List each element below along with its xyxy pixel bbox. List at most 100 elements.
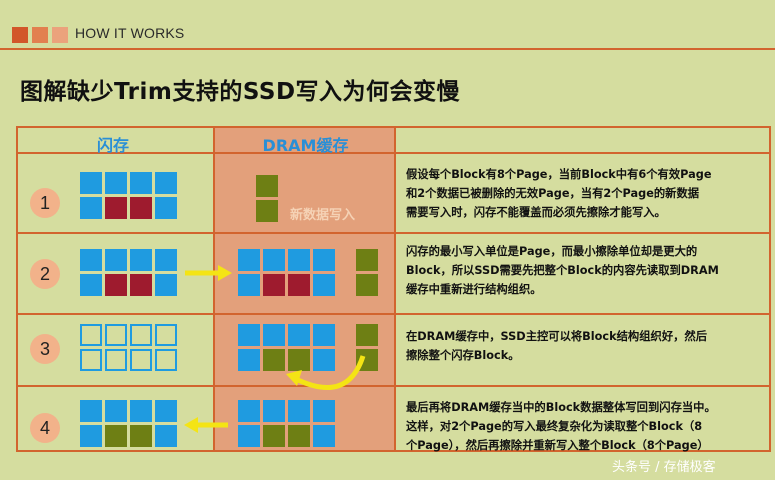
page-new [263,425,285,447]
new-page [256,175,278,197]
divider-head [18,152,769,154]
arrow-left-icon [184,417,228,433]
new-page [356,324,378,346]
page-new [263,349,285,371]
page-valid [263,249,285,271]
page-valid [105,400,127,422]
page-deleted [105,197,127,219]
flash-block-step4 [80,400,177,447]
flash-block-step1 [80,172,177,219]
page-valid [80,172,102,194]
new-page [356,274,378,296]
page-empty [105,349,127,371]
page-new [288,349,310,371]
page-new [130,425,152,447]
page-deleted [130,274,152,296]
desc-line: 这样，对2个Page的写入最终复杂化为读取整个Block（8 [406,420,703,433]
page-valid [80,400,102,422]
page-valid [288,324,310,346]
page-valid [80,197,102,219]
page-valid [155,400,177,422]
flow-arrows [184,265,366,433]
page-valid [80,274,102,296]
page-valid [155,197,177,219]
header-square-1 [12,27,28,43]
dram-block-step4 [238,400,335,447]
page-deleted [130,197,152,219]
desc-line: 假设每个Block有8个Page，当前Block中有6个有效Page [406,168,712,181]
page-empty [130,324,152,346]
header-label: HOW IT WORKS [75,25,185,41]
dram-block-step2 [238,249,335,296]
new-page [356,249,378,271]
page-valid [155,274,177,296]
page-valid [130,172,152,194]
page-valid [238,249,260,271]
desc-line: 缓存中重新进行结构组织。 [406,283,542,296]
watermark: 头条号 / 存储极客 [612,460,716,475]
page-empty [155,349,177,371]
divider-flash-dram [213,128,215,450]
desc-line: 最后再将DRAM缓存当中的Block数据整体写回到闪存当中。 [406,401,716,414]
page-valid [313,274,335,296]
divider-row1 [18,232,769,234]
column-header-flash: 闪存 [96,136,129,155]
desc-line: 个Page），然后再擦除并重新写入整个Block（8个Page） [406,439,709,452]
desc-line: Block，所以SSD需要先把整个Block的内容先读取到DRAM [406,264,719,277]
divider-row3 [18,385,769,387]
flash-block-step2 [80,249,177,296]
header-square-2 [32,27,48,43]
new-data-note: 新数据写入 [290,208,356,223]
page-valid [130,249,152,271]
page-valid [155,172,177,194]
page-valid [263,400,285,422]
page-valid [238,349,260,371]
column-header-dram: DRAM缓存 [262,136,349,155]
page-valid [313,400,335,422]
divider-dram-desc [394,128,396,450]
curved-arrow-icon [286,355,366,390]
step-1-description: 假设每个Block有8个Page，当前Block中有6个有效Page 和2个数据… [406,165,761,222]
step-number-1: 1 [30,188,60,218]
header-squares [12,27,68,43]
page-valid [80,425,102,447]
desc-line: 擦除整个闪存Block。 [406,349,520,362]
page-valid [155,249,177,271]
page-valid [238,324,260,346]
page-valid [238,274,260,296]
page-deleted [105,274,127,296]
page-deleted [288,274,310,296]
dram-block-step3 [238,324,335,371]
page-valid [313,425,335,447]
divider-row2 [18,313,769,315]
page-valid [313,349,335,371]
page-valid [288,400,310,422]
arrow-right-icon [185,265,232,281]
page-valid [263,324,285,346]
page-title: 图解缺少Trim支持的SSD写入为何会变慢 [20,79,461,105]
page-empty [80,324,102,346]
desc-line: 需要写入时，闪存不能覆盖而必须先擦除才能写入。 [406,206,666,219]
flash-block-step3-erased [80,324,177,371]
page-valid [238,425,260,447]
page-valid [313,249,335,271]
page-empty [130,349,152,371]
page-valid [105,249,127,271]
step-number-4: 4 [30,413,60,443]
page-valid [130,400,152,422]
page-deleted [263,274,285,296]
page-valid [105,172,127,194]
step-4-description: 最后再将DRAM缓存当中的Block数据整体写回到闪存当中。 这样，对2个Pag… [406,398,761,455]
page-empty [105,324,127,346]
step-number-3: 3 [30,334,60,364]
page-valid [80,249,102,271]
page-valid [313,324,335,346]
page-valid [288,249,310,271]
page-empty [155,324,177,346]
page-empty [80,349,102,371]
header-square-3 [52,27,68,43]
step-number-2: 2 [30,259,60,289]
page-valid [238,400,260,422]
desc-line: 闪存的最小写入单位是Page，而最小擦除单位却是更大的 [406,245,698,258]
step-3-description: 在DRAM缓存中，SSD主控可以将Block结构组织好，然后 擦除整个闪存Blo… [406,327,761,365]
